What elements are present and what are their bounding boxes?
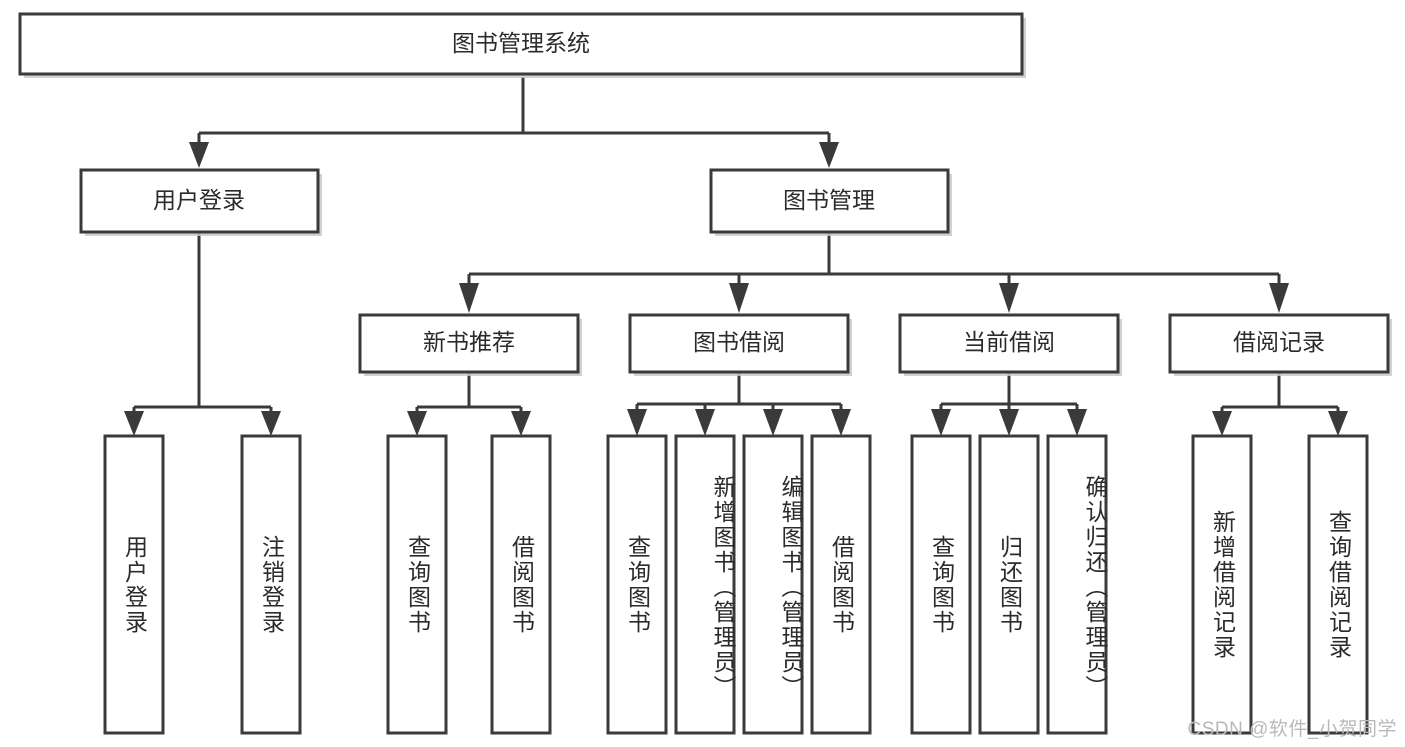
arrow-root-to-userlogin xyxy=(189,142,209,168)
leaf-current-borrow-1[interactable] xyxy=(910,434,972,735)
leaf-book-borrow-2[interactable] xyxy=(674,434,736,735)
node-book-borrow[interactable] xyxy=(628,313,850,374)
arrow-new-leaf-1 xyxy=(407,411,427,436)
leaf-borrow-record-2[interactable] xyxy=(1307,434,1369,735)
node-user-login-label: 用户登录 xyxy=(153,187,245,213)
leaf-user-login-1[interactable] xyxy=(103,434,165,735)
leaf-new-book-2[interactable] xyxy=(490,434,552,735)
csdn-watermark: CSDN @软件_小贺同学 xyxy=(1187,719,1397,740)
arrow-current-leaf-2 xyxy=(999,409,1019,436)
arrow-current-leaf-3 xyxy=(1067,409,1087,436)
node-user-login[interactable] xyxy=(79,168,320,234)
arrow-root-to-bookmgmt xyxy=(819,142,839,168)
arrow-new-leaf-2 xyxy=(511,411,531,436)
leaf-book-borrow-4[interactable] xyxy=(810,434,872,735)
node-root-label: 图书管理系统 xyxy=(452,30,590,56)
leaf-book-borrow-3[interactable] xyxy=(742,434,804,735)
arrow-current-leaf-1 xyxy=(931,409,951,436)
arrow-record-leaf-2 xyxy=(1328,411,1348,436)
node-borrow-record[interactable] xyxy=(1168,313,1390,374)
leaf-book-borrow-1[interactable] xyxy=(606,434,668,735)
node-new-book-label: 新书推荐 xyxy=(423,329,515,355)
arrow-userlogin-leaf-1 xyxy=(124,411,144,436)
arrow-borrow-leaf-1 xyxy=(627,409,647,436)
leaf-user-login-2[interactable] xyxy=(240,434,302,735)
arrow-borrow-leaf-3 xyxy=(763,409,783,436)
arrow-bookmgmt-to-new xyxy=(459,283,479,313)
arrow-bookmgmt-to-record xyxy=(1269,283,1289,313)
node-book-mgmt-label: 图书管理 xyxy=(783,187,875,213)
node-book-mgmt[interactable] xyxy=(709,168,950,234)
arrow-borrow-leaf-2 xyxy=(695,409,715,436)
leaf-borrow-record-1[interactable] xyxy=(1191,434,1253,735)
arrow-userlogin-leaf-2 xyxy=(261,411,281,436)
connector-layer xyxy=(124,77,1348,436)
arrow-borrow-leaf-4 xyxy=(831,409,851,436)
node-new-book-recommend[interactable] xyxy=(358,313,580,374)
node-borrow-record-label: 借阅记录 xyxy=(1233,329,1325,355)
leaf-new-book-1[interactable] xyxy=(386,434,448,735)
node-current-borrow-label: 当前借阅 xyxy=(963,329,1055,355)
arrow-bookmgmt-to-borrow xyxy=(729,283,749,313)
node-book-borrow-label: 图书借阅 xyxy=(693,329,785,355)
leaf-current-borrow-2[interactable] xyxy=(978,434,1040,735)
node-layer: 图书管理系统 用户登录 图书管理 新书推荐 图书借阅 当前借阅 xyxy=(18,12,1392,735)
arrow-bookmgmt-to-current xyxy=(999,283,1019,313)
node-root[interactable] xyxy=(18,12,1024,76)
arrow-record-leaf-1 xyxy=(1212,411,1232,436)
node-current-borrow[interactable] xyxy=(898,313,1120,374)
leaf-current-borrow-3[interactable] xyxy=(1046,434,1108,735)
